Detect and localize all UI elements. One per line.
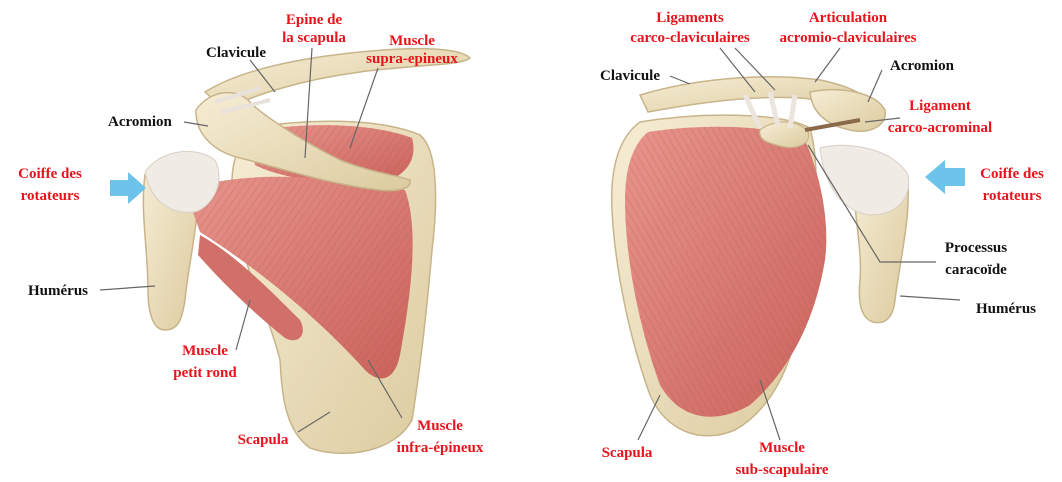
label-acromion-left: Acromion xyxy=(108,114,173,130)
leader-humerus-left xyxy=(100,286,155,290)
label-clavicule-right: Clavicule xyxy=(600,68,660,84)
label-petit-rond-line2: petit rond xyxy=(173,365,237,381)
label-supra-line2: supra-epineux xyxy=(366,51,458,67)
label-artic-line1: Articulation xyxy=(809,10,888,26)
label-supra-line1: Muscle xyxy=(389,33,435,49)
label-lig-cc-line2: carco-claviculaires xyxy=(630,30,750,46)
arrow-right-icon xyxy=(110,172,146,204)
label-artic-line2: acromio-claviculaires xyxy=(780,30,917,46)
label-infra-line2: infra-épineux xyxy=(397,440,484,456)
label-lig-cc-line1: Ligaments xyxy=(656,10,724,26)
label-clavicule-left: Clavicule xyxy=(206,45,266,61)
label-scapula-left: Scapula xyxy=(238,432,289,448)
label-lig-ca-line1: Ligament xyxy=(909,98,971,114)
label-humerus-left: Humérus xyxy=(28,283,88,299)
leader-scapula-right xyxy=(638,395,660,440)
label-coiffe-left-line2: rotateurs xyxy=(21,188,80,204)
arrow-left-icon xyxy=(925,160,965,194)
label-sub-line2: sub-scapulaire xyxy=(735,462,828,478)
label-petit-rond-line1: Muscle xyxy=(182,343,228,359)
label-infra-line1: Muscle xyxy=(417,418,463,434)
label-lig-ca-line2: carco-acrominal xyxy=(888,120,992,136)
leader-humerus-right xyxy=(900,296,960,300)
label-sub-line1: Muscle xyxy=(759,440,805,456)
label-acromion-right: Acromion xyxy=(890,58,955,74)
leader-artic xyxy=(815,48,840,82)
leader-petit-rond xyxy=(236,300,250,350)
posterior-shoulder-view xyxy=(143,49,470,454)
label-coiffe-right-line1: Coiffe des xyxy=(980,166,1044,182)
label-epine-line2: la scapula xyxy=(282,30,346,46)
label-processus-line2: caracoïde xyxy=(945,262,1007,278)
label-humerus-right: Humérus xyxy=(976,301,1036,317)
label-scapula-right: Scapula xyxy=(602,445,653,461)
leader-acromion-right xyxy=(868,70,882,102)
rotator-cuff-tendon-right xyxy=(820,145,909,215)
label-processus-line1: Processus xyxy=(945,240,1007,256)
label-coiffe-right-line2: rotateurs xyxy=(983,188,1042,204)
label-coiffe-left-line1: Coiffe des xyxy=(18,166,82,182)
label-epine-line1: Epine de xyxy=(286,12,343,28)
leader-clavicule-right xyxy=(670,76,690,84)
